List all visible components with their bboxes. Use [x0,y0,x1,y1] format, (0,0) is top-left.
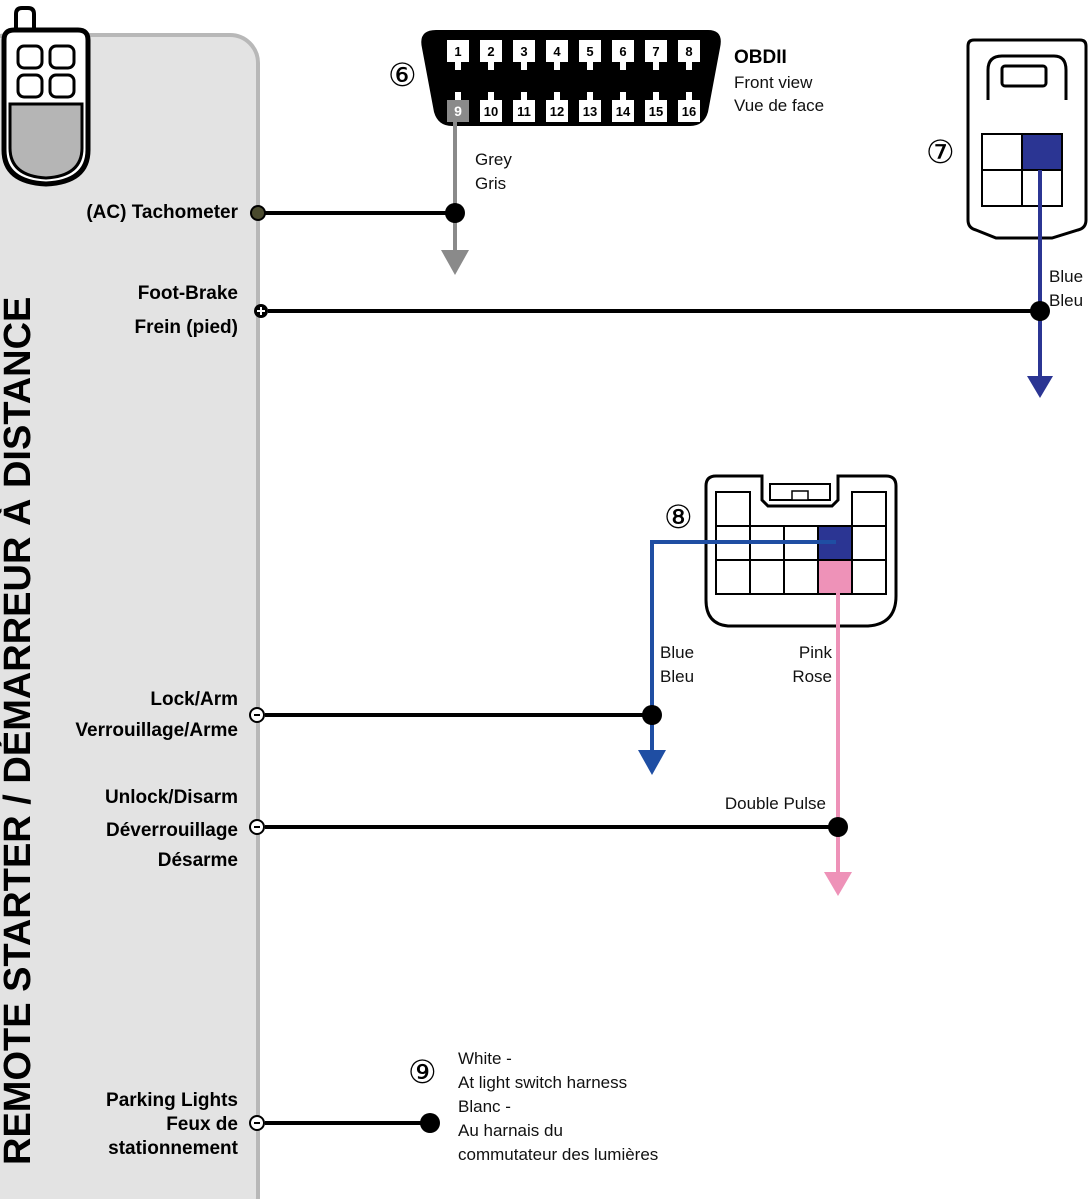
obd-pin-label: 3 [520,44,527,59]
lock-splice [642,705,662,725]
unlock-negative-terminal [249,819,265,835]
module-vertical-title: REMOTE STARTER / DÉMARREUR À DISTANCE [0,297,39,1165]
obd-pin-4: 4 [546,40,568,70]
park-note-line2: At light switch harness [458,1073,627,1092]
blue-brake-wire: Blue Bleu [1027,170,1083,398]
connector-9-number: ⑨ [408,1054,437,1090]
brake-positive-terminal [254,304,268,318]
brake-label-en: Foot-Brake [138,283,238,304]
connector-8: ⑧ [664,474,898,628]
obd-pin-label: 2 [487,44,494,59]
obd-pin-label: 16 [682,104,696,119]
obd-pin-label: 8 [685,44,692,59]
obd-pin-2: 2 [480,40,502,70]
connector-8-cavity [749,559,785,595]
obd-pin-label: 7 [652,44,659,59]
obd-pin-label: 12 [550,104,564,119]
obd-pin-5: 5 [579,40,601,70]
obd-pin-15: 15 [645,92,667,122]
unlock-splice [828,817,848,837]
connector-8-cavity [715,559,751,595]
lock-negative-terminal [249,707,265,723]
park-splice [420,1113,440,1133]
obd-pin-label: 6 [619,44,626,59]
brake-wire-label-en: Blue [1049,267,1083,286]
connector-8-cavity [851,525,887,561]
obd-subtitle-en: Front view [734,73,813,92]
connector-9-note: ⑨ White - At light switch harness Blanc … [408,1049,658,1164]
connector-8-cavity [783,559,819,595]
input-labels: (AC) Tachometer Foot-Brake Frein (pied) … [75,202,238,1159]
connector-8-number: ⑧ [664,499,693,535]
obd-pin-label: 9 [454,103,462,119]
unlock-wire-label-en: Pink [799,643,833,662]
unlock-label-fr2: Désarme [158,850,238,871]
grey-wire-label-fr: Gris [475,174,506,193]
park-note-line3: Blanc - [458,1097,511,1116]
lock-label-en: Lock/Arm [150,689,238,710]
park-negative-terminal [249,1115,265,1131]
connector-8-cavity [851,559,887,595]
obd-pin-label: 11 [517,104,531,119]
brake-label-fr: Frein (pied) [135,317,238,338]
blue-lock-wire: Blue Bleu [638,540,836,775]
obd-pin-label: 10 [484,104,498,119]
grey-wire: Grey Gris [441,122,512,275]
terminals [249,205,268,1131]
obd-pin-label: 5 [586,44,593,59]
park-note-line1: White - [458,1049,512,1068]
park-note-line5: commutateur des lumières [458,1145,658,1164]
obd-title: OBDII [734,47,787,68]
obd-pin-label: 13 [583,104,597,119]
obd-pin-6: 6 [612,40,634,70]
tach-terminal [250,205,266,221]
brake-wire-label-fr: Bleu [1049,291,1083,310]
connector-8-cavity [817,559,853,595]
park-label-fr1: Feux de [166,1114,238,1135]
connector-7-number: ⑦ [926,134,955,170]
obd-pin-13: 13 [579,92,601,122]
remote-starter-module: REMOTE STARTER / DÉMARREUR À DISTANCE [0,33,260,1199]
tach-label: (AC) Tachometer [86,202,238,223]
park-note-line4: Au harnais du [458,1121,563,1140]
obd-pin-3: 3 [513,40,535,70]
obd-pin-9: 9 [447,92,469,122]
obd-pin-1: 1 [447,40,469,70]
obd-pin-12: 12 [546,92,568,122]
obd-pin-label: 1 [454,44,461,59]
obd-pin-7: 7 [645,40,667,70]
obd-pin-11: 11 [513,92,535,122]
brake-splice [1030,301,1050,321]
lock-wire-label-en: Blue [660,643,694,662]
obd-pin-label: 15 [649,104,663,119]
park-label-en: Parking Lights [106,1090,238,1111]
obd-pin-14: 14 [612,92,634,122]
remote-fob-icon [1,6,91,187]
obd-subtitle-fr: Vue de face [734,96,824,115]
park-label-fr2: stationnement [108,1138,239,1159]
obd-pin-16: 16 [678,92,700,122]
unlock-wire-label-fr: Rose [792,667,832,686]
grey-wire-label-en: Grey [475,150,512,169]
obd-pin-label: 4 [553,44,561,59]
lock-label-fr: Verrouillage/Arme [75,720,238,741]
obd-pin-label: 14 [616,104,631,119]
double-pulse-note: Double Pulse [725,794,826,813]
obd-pin-8: 8 [678,40,700,70]
tach-splice [445,203,465,223]
lock-wire-label-fr: Bleu [660,667,694,686]
unlock-label-fr1: Déverrouillage [106,820,238,841]
obd-number: ⑥ [388,57,417,93]
connector-7: ⑦ [926,38,1088,240]
unlock-label-en: Unlock/Disarm [105,787,238,808]
obd-pin-10: 10 [480,92,502,122]
